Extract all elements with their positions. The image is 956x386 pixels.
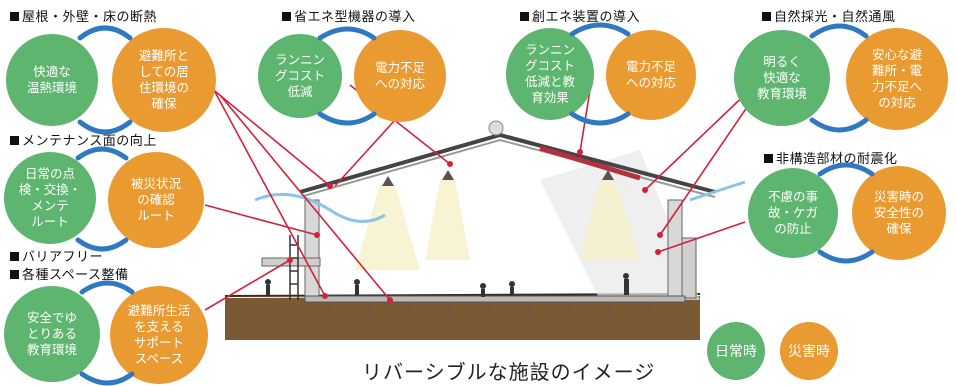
legend-normal: 日常時 <box>707 322 765 380</box>
group-title: 非構造部材の耐震化 <box>764 148 898 167</box>
roof-vent <box>488 120 504 136</box>
ventilation-arrow <box>254 192 386 223</box>
disaster-circle: 電力不足 への対応 <box>606 30 696 120</box>
ground <box>225 296 700 340</box>
disaster-circle: 災害時の 安全性の 確保 <box>852 166 946 260</box>
legend-disaster: 災害時 <box>780 322 838 380</box>
normal-circle: ランニン グコスト 低減 <box>258 34 342 118</box>
ventilation-arrow <box>689 180 746 202</box>
disaster-circle: 電力不足 への対応 <box>354 30 446 122</box>
roof <box>299 132 716 194</box>
normal-circle: ランニン グコスト 低減と教 育効果 <box>506 28 594 120</box>
normal-circle: 不慮の事 故・ケガ の防止 <box>748 168 838 258</box>
bullet-square-icon <box>282 12 291 21</box>
group-title: バリアフリー <box>10 246 103 265</box>
group-title-2: 各種スペース整備 <box>10 264 128 283</box>
group-title: 創エネ装置の導入 <box>520 6 640 25</box>
normal-circle: 安全でゆ とりある 教育環境 <box>4 286 100 382</box>
left-wall <box>304 199 320 301</box>
bullet-square-icon <box>10 136 19 145</box>
disaster-circle: 避難所生活 を支える サポート スペース <box>110 286 208 384</box>
group-title: 自然採光・自然通風 <box>762 6 896 25</box>
ceiling-light <box>442 170 454 180</box>
bullet-square-icon <box>10 12 19 21</box>
right-wall <box>667 199 683 301</box>
ceiling-light <box>602 170 614 180</box>
bullet-square-icon <box>10 270 19 279</box>
normal-circle: 快適な 温熱環境 <box>6 34 98 126</box>
floor-slab <box>304 295 686 303</box>
disaster-circle: 避難所と しての居 住環境の 確保 <box>112 28 216 132</box>
caption: リバーシブルな施設のイメージ <box>362 360 656 384</box>
group-title: 屋根・外壁・床の断熱 <box>10 6 157 25</box>
people <box>265 273 629 297</box>
bullet-square-icon <box>10 252 19 261</box>
disaster-circle: 被災状況 の確認 ルート <box>108 152 204 248</box>
solar-panel <box>539 145 641 181</box>
group-title: メンテナンス面の向上 <box>10 130 157 149</box>
bullet-square-icon <box>762 12 771 21</box>
bullet-square-icon <box>520 12 529 21</box>
normal-circle: 明るく 快適な 教育環境 <box>734 30 830 126</box>
ceiling-light <box>382 176 394 186</box>
bullet-square-icon <box>764 154 773 163</box>
group-title: 省エネ型機器の導入 <box>282 6 416 25</box>
disaster-circle: 安心な避 難所・電 力不足へ の対応 <box>846 28 948 130</box>
normal-circle: 日常の点 検・交換・ メンテ ルート <box>4 152 96 244</box>
